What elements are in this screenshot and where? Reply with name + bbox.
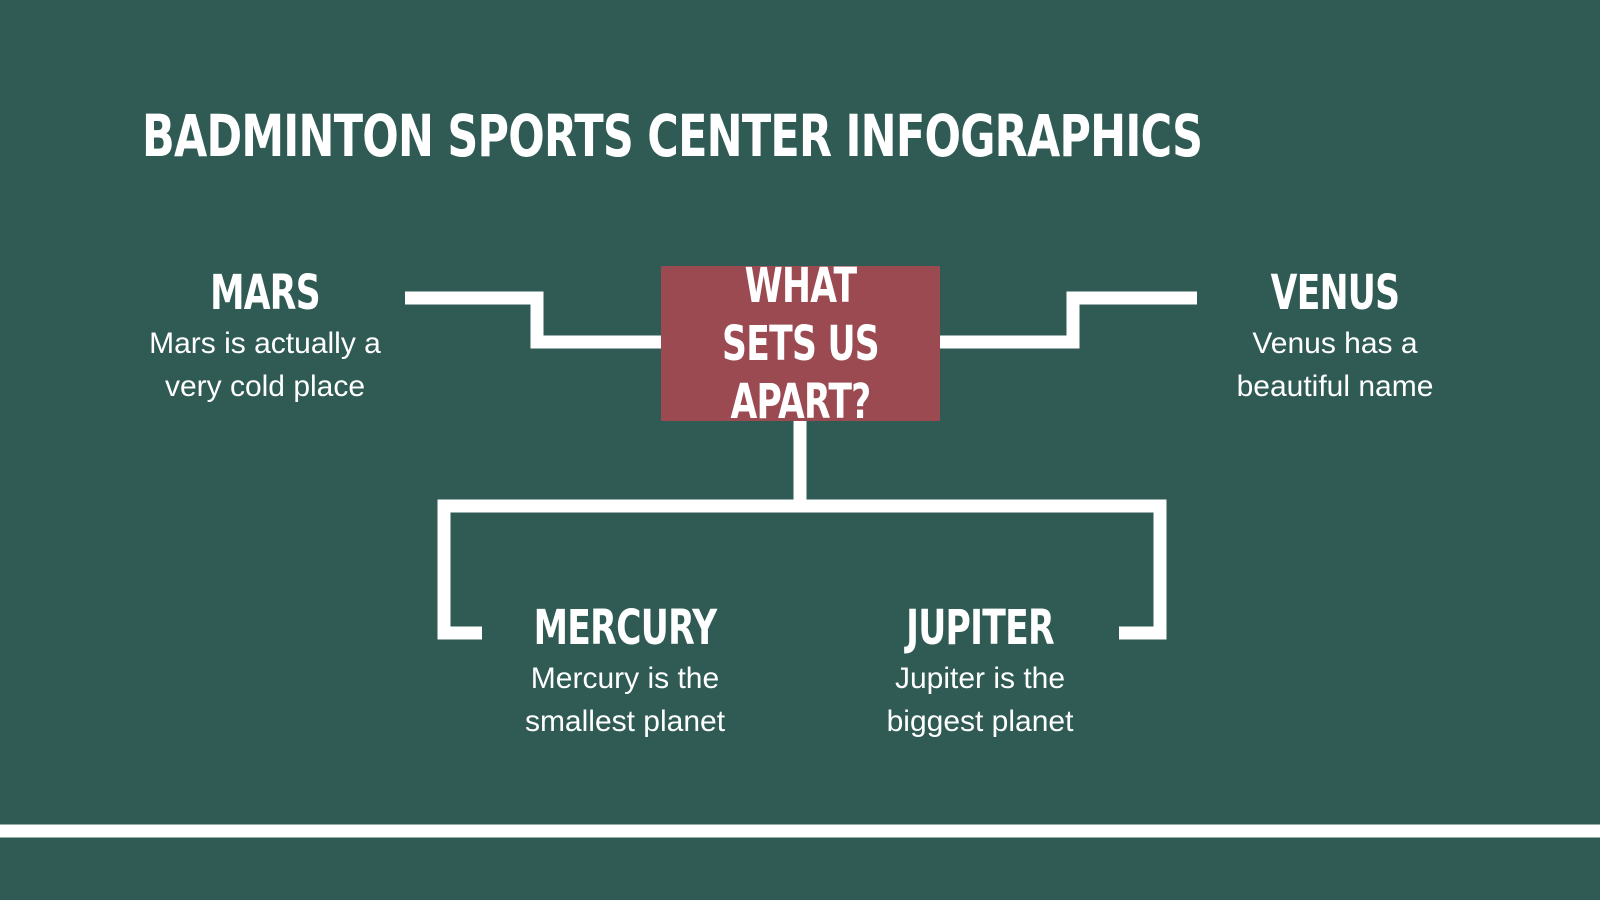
item-description-mercury: Mercury is the smallest planet: [524, 662, 726, 738]
diagram-item-mercury: MERCURY Mercury is the smallest planet: [490, 599, 760, 743]
item-description-mars: Mars is actually a very cold place: [149, 327, 381, 403]
item-title-mercury: MERCURY: [533, 600, 717, 656]
diagram-item-mars: MARS Mars is actually a very cold place: [130, 264, 400, 408]
slide-title: BADMINTON SPORTS CENTER INFOGRAPHICS: [142, 102, 1203, 170]
item-title-mars: MARS: [210, 265, 320, 321]
connector-center-to-mars: [405, 291, 661, 349]
diagram-item-jupiter: JUPITER Jupiter is the biggest planet: [845, 599, 1115, 743]
center-question-box: WHAT SETS US APART?: [661, 258, 940, 430]
item-description-venus: Venus has a beautiful name: [1236, 327, 1434, 403]
connector-bottom-branch: [437, 499, 1167, 640]
item-title-jupiter: JUPITER: [906, 600, 1055, 656]
connector-center-to-venus: [940, 291, 1197, 349]
center-question-label: WHAT SETS US APART?: [722, 257, 880, 430]
diagram-item-venus: VENUS Venus has a beautiful name: [1200, 264, 1470, 408]
item-description-jupiter: Jupiter is the biggest planet: [886, 662, 1074, 738]
item-title-venus: VENUS: [1270, 265, 1400, 321]
